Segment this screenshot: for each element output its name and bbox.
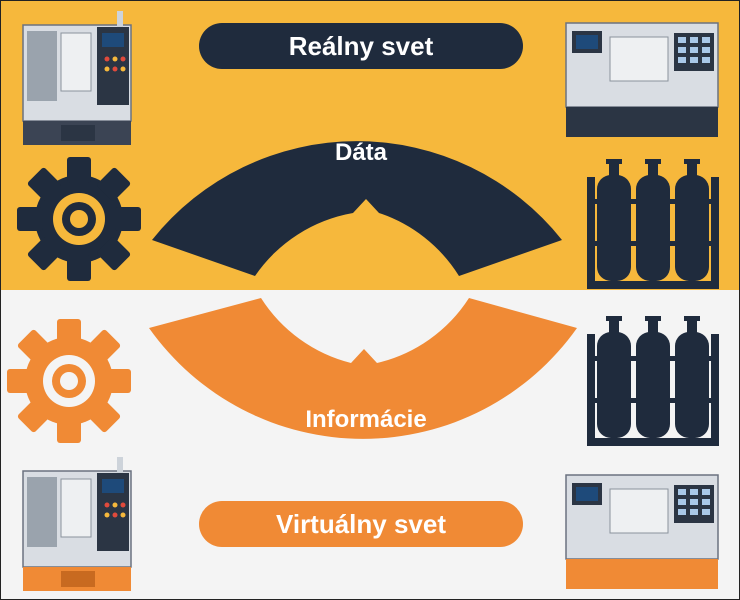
real-world-label: Reálny svet <box>288 30 434 61</box>
gas-cylinders-rack-icon <box>587 316 719 446</box>
information-label: Informácie <box>305 406 427 433</box>
virtual-world-badge: Virtuálny svet <box>199 501 523 547</box>
cnc-milling-machine-icon <box>565 22 719 137</box>
gear-icon <box>7 319 131 443</box>
cnc-milling-machine-icon <box>565 474 719 589</box>
cnc-lathe-machine-icon <box>22 457 132 591</box>
gear-icon <box>17 157 141 281</box>
information-arch <box>149 298 577 439</box>
gas-cylinders-rack-icon <box>587 159 719 289</box>
cnc-lathe-machine-icon <box>22 11 132 145</box>
data-label: Dáta <box>334 139 388 166</box>
data-arch <box>152 141 562 276</box>
real-world-badge: Reálny svet <box>199 23 523 69</box>
virtual-world-label: Virtuálny svet <box>275 508 447 539</box>
